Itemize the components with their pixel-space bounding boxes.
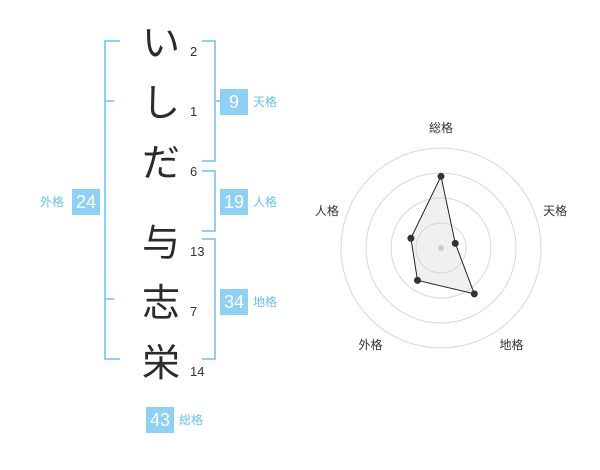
tenkaku-badge: 9 — [220, 89, 248, 115]
tenkaku-bracket-tick — [214, 100, 220, 102]
stroke-count-6: 14 — [190, 364, 205, 379]
name-char-3: だ — [141, 141, 180, 185]
chikaku-badge: 34 — [220, 289, 248, 315]
gaikaku-bracket — [104, 40, 120, 360]
name-char-5: 志 — [141, 281, 180, 325]
stroke-count-2: 1 — [190, 104, 198, 119]
soukaku-label: 総格 — [179, 413, 204, 427]
radar-point-3 — [470, 290, 478, 298]
radar-ring-4 — [340, 147, 542, 349]
radar-point-1 — [437, 172, 445, 180]
chikaku-label: 地格 — [253, 295, 278, 309]
radar-point-4 — [413, 276, 421, 284]
stroke-count-3: 6 — [190, 164, 198, 179]
stroke-count-1: 2 — [190, 44, 198, 59]
chikaku-bracket — [202, 238, 216, 360]
gaikaku-bracket-tick-top — [104, 100, 114, 102]
stroke-count-5: 7 — [190, 304, 198, 319]
radar-axis-label-1: 総格 — [429, 120, 453, 135]
radar-axis-label-5: 人格 — [315, 203, 339, 218]
soukaku-badge: 43 — [146, 407, 174, 433]
gaikaku-badge: 24 — [72, 189, 100, 215]
radar-area — [410, 174, 476, 295]
tenkaku-label: 天格 — [253, 95, 278, 109]
radar-axis-label-3: 地格 — [500, 337, 524, 352]
name-char-6: 栄 — [141, 341, 180, 385]
gaikaku-bracket-tick-bottom — [104, 298, 114, 300]
gaikaku-label: 外格 — [40, 195, 65, 209]
stroke-count-4: 13 — [190, 244, 205, 259]
radar-points — [407, 172, 478, 298]
radar-axis-label-2: 天格 — [543, 203, 567, 218]
radar-center — [438, 245, 444, 251]
jinkaku-label: 人格 — [253, 195, 278, 209]
jinkaku-badge: 19 — [220, 189, 248, 215]
name-char-1: い — [141, 21, 180, 65]
radar-rings — [340, 147, 542, 349]
name-char-4: 与 — [141, 221, 180, 265]
radar-axis-label-4: 外格 — [358, 337, 382, 352]
radar-ring-1 — [415, 222, 467, 274]
radar-point-2 — [451, 239, 459, 247]
radar-ring-2 — [390, 197, 492, 299]
jinkaku-bracket — [202, 170, 216, 232]
radar-point-5 — [407, 234, 415, 242]
name-char-2: し — [141, 81, 180, 125]
